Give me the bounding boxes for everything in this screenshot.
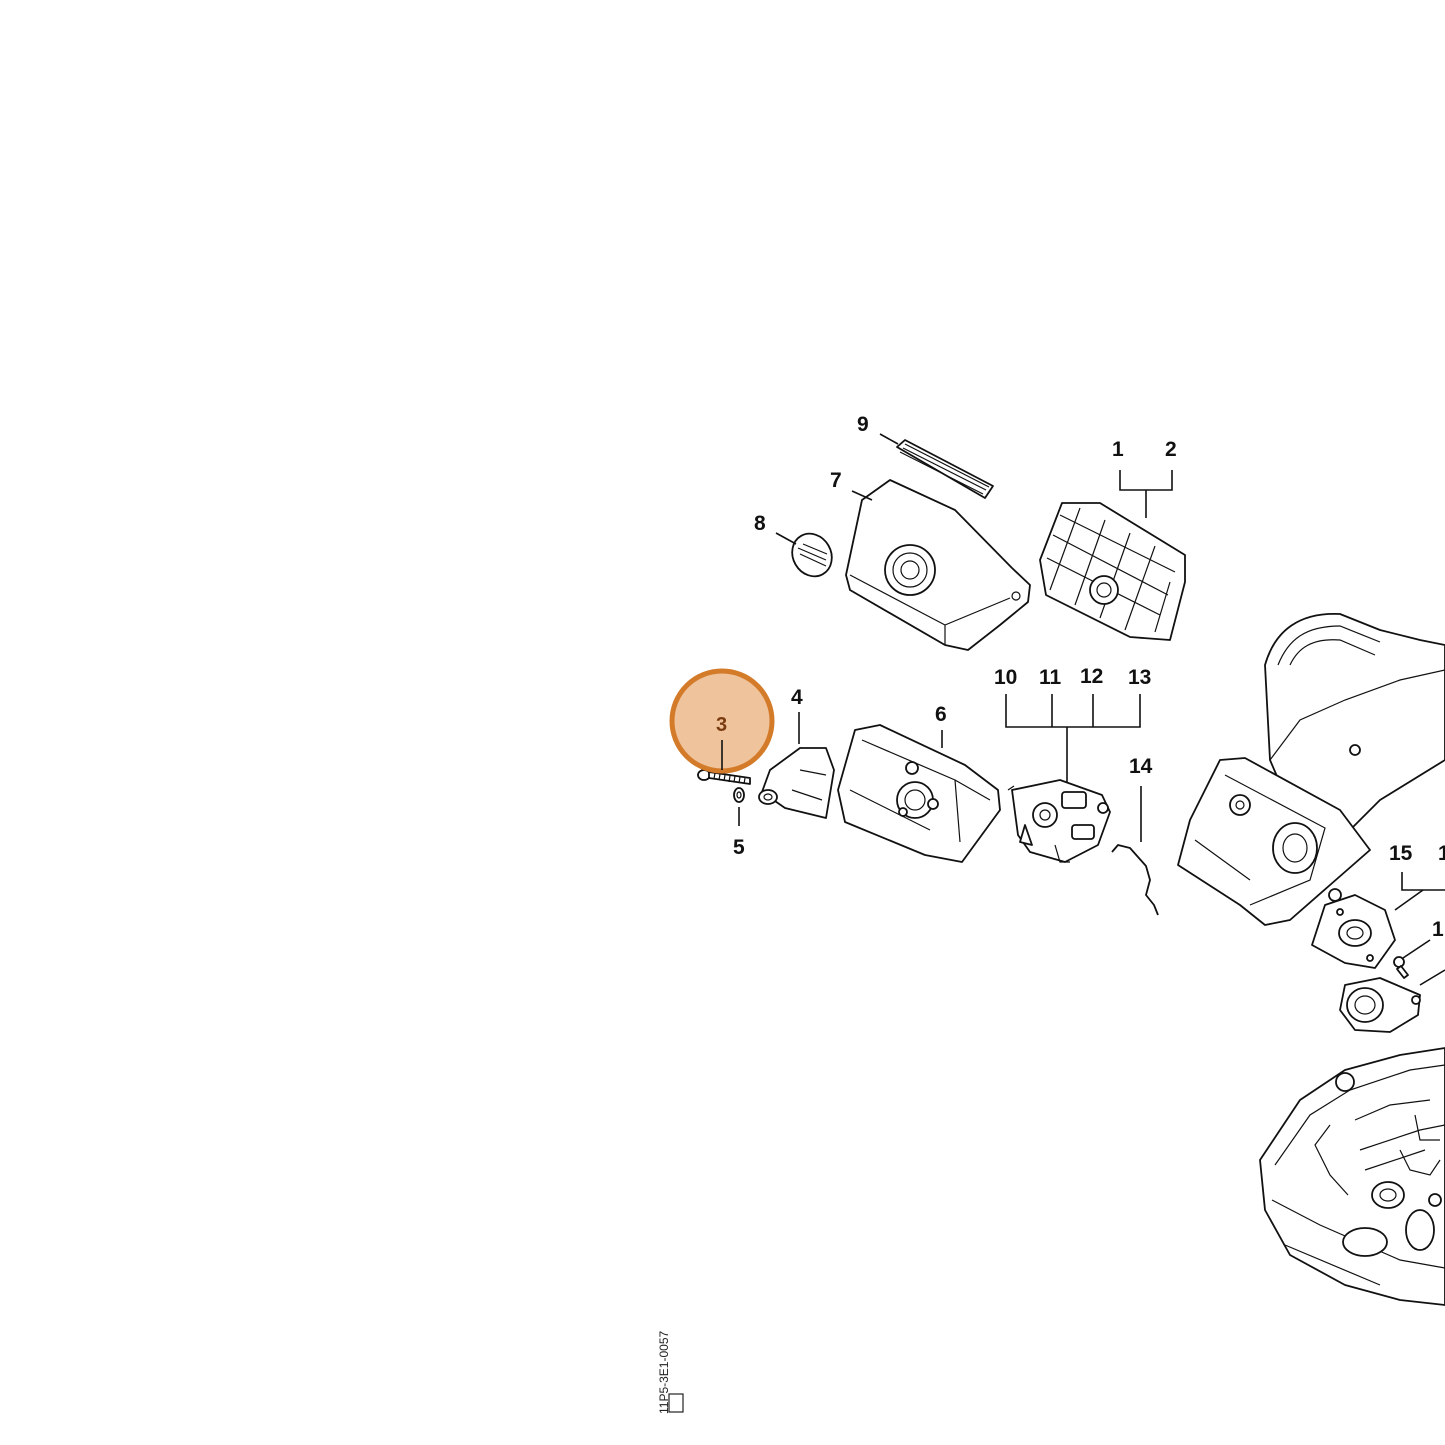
doc-mark-box [668, 1393, 684, 1413]
shroud-cover-part[interactable] [845, 479, 1031, 651]
cap-knob-part[interactable] [785, 526, 840, 583]
svg-text:11P5-3E1-0057: 11P5-3E1-0057 [657, 1331, 671, 1415]
callout-15[interactable]: 15 [1389, 842, 1413, 865]
callout-2[interactable]: 2 [1165, 438, 1177, 461]
callout-4[interactable]: 4 [791, 686, 803, 709]
callout-1[interactable]: 1 [1112, 438, 1124, 461]
air-filter-part[interactable] [1039, 502, 1186, 641]
choke-housing-part[interactable] [758, 747, 835, 819]
callout-12[interactable]: 12 [1080, 665, 1103, 688]
document-number: 11P5-3E1-0057 [657, 1331, 671, 1415]
callout-9[interactable]: 9 [857, 413, 869, 436]
callout-10[interactable]: 10 [994, 666, 1017, 689]
flange-screw-part[interactable] [1393, 956, 1409, 979]
callout-17-partial[interactable]: 1 [1432, 918, 1444, 941]
washer-part[interactable] [733, 787, 745, 803]
engine-housing-part[interactable] [1259, 1047, 1445, 1306]
callout-7[interactable]: 7 [830, 469, 842, 492]
callout-6[interactable]: 6 [935, 703, 947, 726]
carburetor-base-part[interactable] [837, 724, 1001, 863]
callout-8[interactable]: 8 [754, 512, 766, 535]
callout-5[interactable]: 5 [733, 836, 745, 859]
handle-frame-part[interactable] [1177, 613, 1445, 926]
intake-flange-part[interactable] [1311, 894, 1396, 969]
intake-manifold-part[interactable] [1339, 977, 1421, 1033]
callout-14[interactable]: 14 [1129, 755, 1153, 778]
filter-strip-part[interactable] [896, 439, 994, 499]
highlight-circle [669, 668, 775, 774]
callout-3[interactable]: 3 [716, 714, 727, 736]
throttle-rod-part[interactable] [1111, 844, 1159, 916]
callout-16-partial[interactable]: 1 [1438, 842, 1445, 865]
callout-11[interactable]: 11 [1039, 666, 1062, 689]
callout-13[interactable]: 13 [1128, 666, 1151, 689]
carburetor-part[interactable] [1007, 779, 1111, 863]
